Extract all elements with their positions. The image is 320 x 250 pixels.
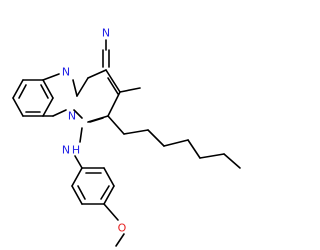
bond	[103, 185, 115, 205]
bond	[71, 185, 83, 205]
bond	[42, 73, 60, 81]
bond	[163, 139, 189, 147]
bond	[73, 109, 83, 119]
bond	[115, 233, 125, 247]
bond	[40, 84, 49, 99]
bond	[42, 79, 54, 99]
bond	[119, 87, 141, 93]
ring-n-bridge-label: N	[68, 110, 76, 123]
amine-n-label: N	[62, 144, 70, 157]
bond	[107, 115, 125, 135]
molecule-structure: N N N N H O	[12, 27, 241, 247]
bond	[223, 153, 241, 169]
nitrile-n-label: N	[102, 27, 110, 40]
bond	[74, 155, 83, 169]
bond	[100, 185, 110, 200]
methoxy-o-label: O	[118, 222, 127, 235]
bond	[147, 129, 165, 147]
bond	[87, 69, 107, 79]
bond	[103, 203, 119, 221]
bond	[103, 167, 115, 187]
bond	[12, 97, 24, 117]
bond	[52, 109, 67, 117]
bond	[199, 153, 225, 159]
bond	[42, 97, 54, 117]
bond	[76, 77, 89, 97]
amine-h-label: H	[72, 144, 80, 157]
bond	[89, 117, 104, 123]
bond	[107, 77, 119, 95]
bond	[71, 167, 83, 187]
bond	[123, 129, 149, 135]
bond	[77, 185, 86, 200]
bond	[187, 139, 201, 159]
bond	[107, 91, 121, 117]
bond	[12, 79, 24, 99]
bond	[105, 69, 121, 93]
bond	[18, 84, 27, 99]
bond	[79, 127, 83, 143]
ring-n-top-label: N	[62, 66, 70, 79]
bond	[72, 79, 78, 97]
